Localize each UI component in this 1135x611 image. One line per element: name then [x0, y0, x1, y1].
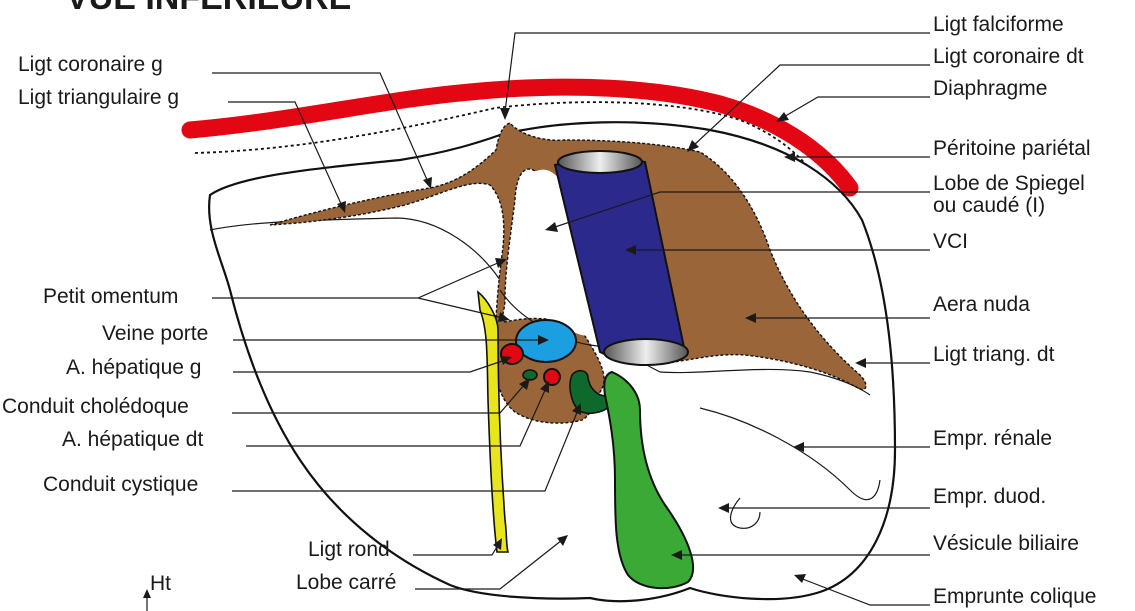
label-veine-porte: Veine porte: [102, 322, 208, 345]
label-empr-duod: Empr. duod.: [933, 485, 1046, 508]
label-triangulaire-g: Ligt triangulaire g: [18, 86, 179, 109]
label-triang-dt: Ligt triang. dt: [933, 343, 1055, 366]
page-title: VUE INFÉRIEURE: [66, 0, 351, 17]
label-hepatique-g: A. hépatique g: [66, 356, 201, 379]
label-ht: Ht: [150, 572, 171, 595]
label-aera-nuda: Aera nuda: [933, 293, 1030, 316]
label-coronaire-g: Ligt coronaire g: [18, 53, 163, 76]
label-petit-omentum: Petit omentum: [43, 285, 178, 308]
right-hepatic-artery: [544, 369, 560, 385]
label-spiegel-1: Lobe de Spiegel: [933, 172, 1085, 195]
label-lobe-carre: Lobe carré: [296, 571, 396, 594]
label-emprunte-colique: Emprunte colique: [933, 585, 1096, 608]
common-bile-duct: [523, 370, 537, 380]
label-empr-renale: Empr. rénale: [933, 427, 1052, 450]
label-coronaire-dt: Ligt coronaire dt: [933, 45, 1084, 68]
label-spiegel-2: ou caudé (I): [933, 194, 1045, 217]
label-choledoque: Conduit cholédoque: [2, 395, 189, 418]
label-hepatique-dt: A. hépatique dt: [62, 428, 203, 451]
label-falciforme: Ligt falciforme: [933, 13, 1064, 36]
label-diaphragme: Diaphragme: [933, 77, 1047, 100]
label-peritoine: Péritoine pariétal: [933, 137, 1091, 160]
label-vci: VCI: [933, 230, 968, 253]
label-vesicule: Vésicule biliaire: [933, 532, 1079, 555]
arrow-diaphragme: [776, 112, 789, 122]
arrow-falciforme: [500, 108, 510, 120]
leader-diaphragme: [782, 97, 930, 118]
label-ligt-rond: Ligt rond: [308, 538, 390, 561]
label-cystique: Conduit cystique: [43, 473, 198, 496]
